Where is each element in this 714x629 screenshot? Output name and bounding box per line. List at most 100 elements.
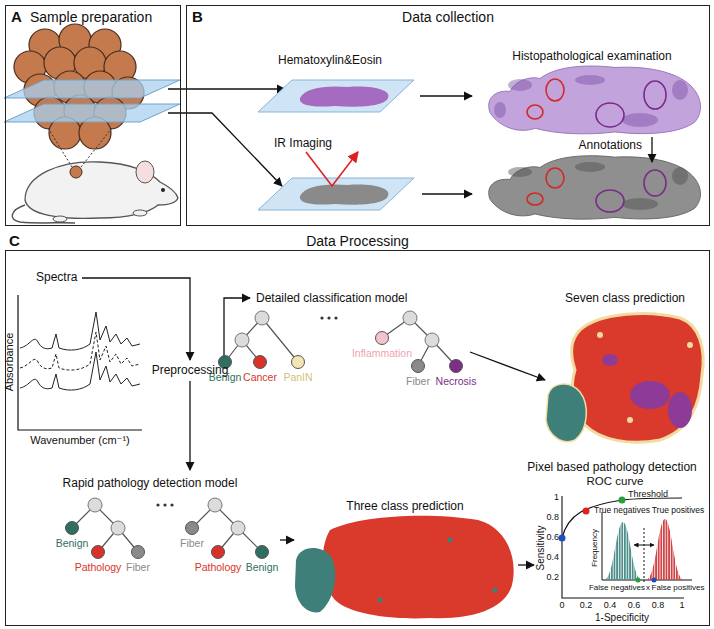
necrosis-patch [630, 381, 670, 409]
glass-slide [258, 178, 414, 210]
ir-section [300, 184, 389, 204]
speck [378, 598, 383, 603]
flow-arrow [422, 193, 472, 194]
text-label: 0.6 [546, 532, 559, 542]
texture-spot [508, 79, 532, 91]
class-label: Pathology [75, 561, 122, 573]
he-image [489, 66, 701, 134]
class-leaf: Pathology [211, 545, 225, 559]
text-label: Absorbance [3, 333, 16, 392]
benign-region [295, 548, 335, 612]
text-label: True positives [652, 506, 705, 516]
class-label: Pathology [195, 561, 242, 573]
split-circle [88, 498, 102, 512]
speck [687, 342, 693, 348]
mouse-foot [133, 210, 147, 216]
text-label: 0.8 [546, 512, 559, 522]
flow-arrow [470, 352, 545, 380]
texture-spot [672, 80, 688, 100]
panel-letter: C [9, 232, 20, 249]
threshold-line [644, 528, 645, 582]
text-label: False positives [652, 583, 705, 592]
dot [327, 316, 330, 319]
threshold-point [636, 578, 641, 583]
text-label: Annotations [579, 139, 642, 153]
text-label: Threshold [628, 489, 668, 499]
ir-beam [306, 152, 358, 186]
mouse-ear [136, 161, 154, 183]
text-label: 0.4 [546, 552, 559, 562]
text-label: 1-Specificity [595, 612, 649, 624]
flow-arrow [420, 95, 472, 96]
flow-arrow [224, 298, 250, 362]
split-circle [111, 521, 125, 535]
text-label: Seven class prediction [565, 292, 685, 306]
class-label: Benign [246, 561, 279, 573]
speck [448, 538, 453, 543]
text-label: Pixel based pathology detection [527, 461, 696, 475]
panin-specks [597, 332, 693, 423]
class-label: Necrosis [436, 375, 477, 387]
flow-arrow [651, 137, 652, 162]
text-label: Spectra [36, 271, 77, 285]
panel-box: BData collection [186, 5, 710, 226]
dot [163, 503, 166, 506]
speck [627, 417, 633, 423]
text-label: ROC curve [587, 475, 644, 488]
text-label: 1 [679, 600, 684, 610]
text-label: 0.6 [628, 600, 641, 610]
class-leaf: PanIN [291, 355, 305, 369]
speck [493, 588, 498, 593]
text-label: 1 [554, 492, 559, 502]
texture-spot [494, 102, 506, 118]
texture-spot [622, 113, 658, 127]
text-label: True negatives [594, 506, 650, 516]
class-leaf: Pathology [91, 545, 105, 559]
annotation-outline [527, 193, 543, 205]
text-label: 0 [559, 600, 564, 610]
dot [156, 503, 159, 506]
text-label: Rapid pathology detection model [63, 477, 238, 491]
he-section [300, 86, 389, 106]
split-circle [403, 311, 417, 325]
split-circle [208, 498, 222, 512]
plot-axes [18, 295, 142, 430]
section-plane [4, 80, 180, 98]
class-label: Cancer [243, 371, 277, 383]
speck [597, 332, 603, 338]
text-label: Frequency [590, 529, 599, 567]
glass-slide [258, 80, 414, 112]
text-label: Preprocessing [152, 364, 229, 378]
panel-letter: B [192, 8, 203, 25]
benign-specks [378, 538, 498, 603]
class-leaf: Fiber [411, 359, 425, 373]
split-circle [231, 521, 245, 535]
class-label: Inflammation [352, 347, 412, 359]
class-leaf: Cancer [253, 355, 267, 369]
split-circle [425, 333, 439, 347]
mouse-body [25, 162, 178, 219]
texture-spot [575, 162, 605, 172]
class-label: Benign [56, 537, 89, 549]
mouse-foot [53, 216, 67, 222]
roc-point [583, 508, 590, 515]
inset-axes [602, 512, 692, 580]
text-label: Three class prediction [346, 500, 463, 514]
text-label: 0.2 [580, 600, 593, 610]
positive-histogram [646, 519, 684, 580]
text-label: Detailed classification model [256, 292, 407, 306]
ir-texture [508, 162, 688, 210]
annotation-outline [546, 79, 564, 101]
texture-spot [672, 167, 688, 185]
three-class-map [323, 516, 514, 619]
annotation-outline [596, 103, 624, 127]
threshold-shift [634, 545, 654, 546]
threshold-point [652, 578, 657, 583]
text-label: IR Imaging [274, 137, 332, 151]
text-label: Sensitivity [535, 525, 547, 570]
section-plane [4, 104, 180, 122]
text-label: False negatives [589, 583, 645, 592]
flow-arrow [518, 564, 534, 565]
